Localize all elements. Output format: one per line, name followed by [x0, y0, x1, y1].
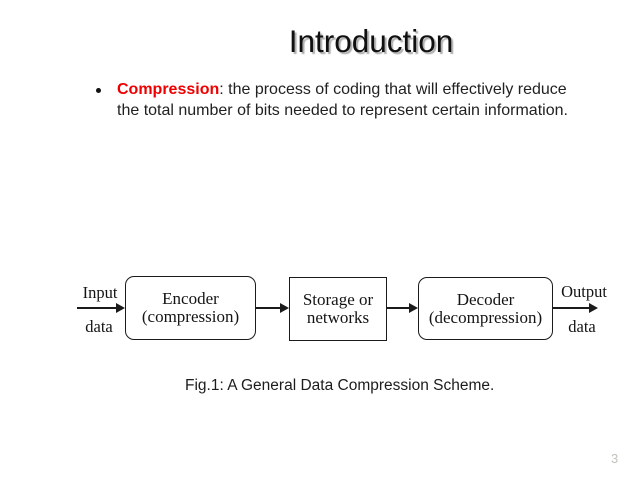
bullet-line2: the total number of bits needed to repre… [117, 102, 568, 119]
input-arrow-shaft [77, 307, 116, 309]
decoder-box-line1: Decoder [456, 289, 515, 309]
encoder-storage-arrow-right-icon [280, 303, 289, 313]
bullet-text: Compression: the process of coding that … [117, 79, 568, 121]
encoder-box-line1: Encoder [162, 289, 219, 308]
figure-caption: Fig.1: A General Data Compression Scheme… [185, 377, 495, 394]
storage-box-line1: Storage or [302, 290, 374, 309]
bullet-line1-rest: : the process of coding that will effect… [219, 81, 567, 98]
slide-title: Introduction [288, 23, 454, 59]
bullet-term: Compression [117, 81, 220, 98]
encoder-storage-arrow-shaft [256, 307, 280, 309]
storage-decoder-arrow-right-icon [409, 303, 418, 313]
input-label-top: Input [82, 283, 118, 302]
storage-box-line2: networks [306, 308, 370, 327]
input-arrow-right-icon [116, 303, 125, 313]
bullet-icon [96, 88, 101, 93]
output-arrow-shaft [553, 307, 589, 309]
encoder-box: Encoder (compression) [125, 276, 256, 340]
input-label-bottom: data [85, 317, 113, 336]
output-label-bottom: data [568, 317, 596, 336]
output-arrow-right-icon [589, 303, 598, 313]
output-label-top: Output [561, 282, 607, 301]
storage-decoder-arrow-shaft [387, 307, 409, 309]
page-number: 3 [611, 451, 619, 466]
decoder-box: Decoder (decompression) [418, 277, 553, 340]
encoder-box-line2: (compression) [141, 307, 240, 326]
storage-box: Storage or networks [289, 277, 387, 341]
decoder-box-line2: (decompression) [428, 307, 543, 327]
